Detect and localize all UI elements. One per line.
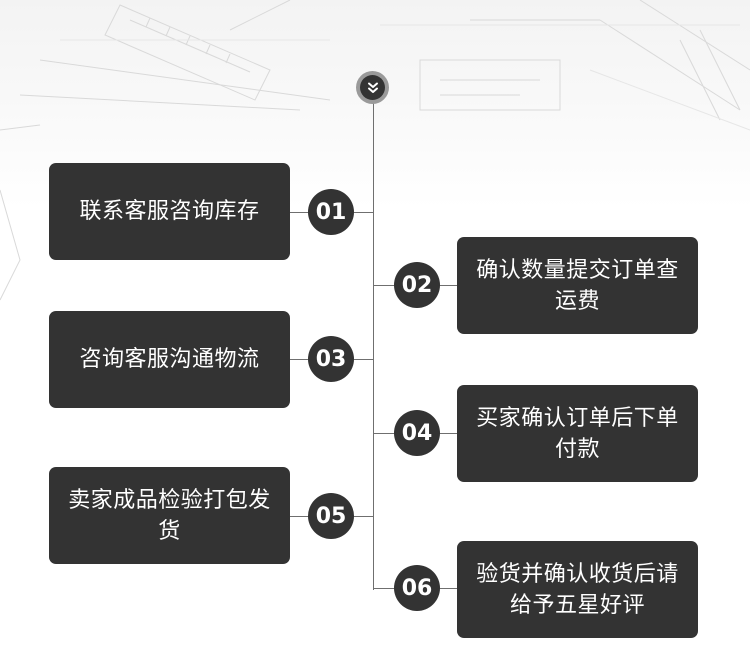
step-number-01: 01 xyxy=(308,189,354,235)
step-card-04: 买家确认订单后下单付款 xyxy=(457,385,698,482)
step-text-03: 咨询客服沟通物流 xyxy=(79,347,260,372)
step-card-05: 卖家成品检验打包发货 xyxy=(49,467,290,564)
double-chevron-down-icon xyxy=(367,82,378,93)
step-number-03: 03 xyxy=(308,336,354,382)
step-card-03: 咨询客服沟通物流 xyxy=(49,311,290,408)
step-number-02: 02 xyxy=(394,262,440,308)
step-card-02: 确认数量提交订单查运费 xyxy=(457,237,698,334)
step-card-01: 联系客服咨询库存 xyxy=(49,163,290,260)
step-card-06: 验货并确认收货后请给予五星好评 xyxy=(457,541,698,638)
step-text-02: 确认数量提交订单查运费 xyxy=(476,257,679,314)
step-number-04: 04 xyxy=(394,410,440,456)
timeline-line xyxy=(373,96,374,590)
step-text-04: 买家确认订单后下单付款 xyxy=(476,405,679,462)
step-text-01: 联系客服咨询库存 xyxy=(79,199,260,224)
step-number-05: 05 xyxy=(308,493,354,539)
step-text-05: 卖家成品检验打包发货 xyxy=(68,487,271,544)
step-number-06: 06 xyxy=(394,565,440,611)
top-badge xyxy=(356,71,389,104)
step-text-06: 验货并确认收货后请给予五星好评 xyxy=(476,561,679,618)
